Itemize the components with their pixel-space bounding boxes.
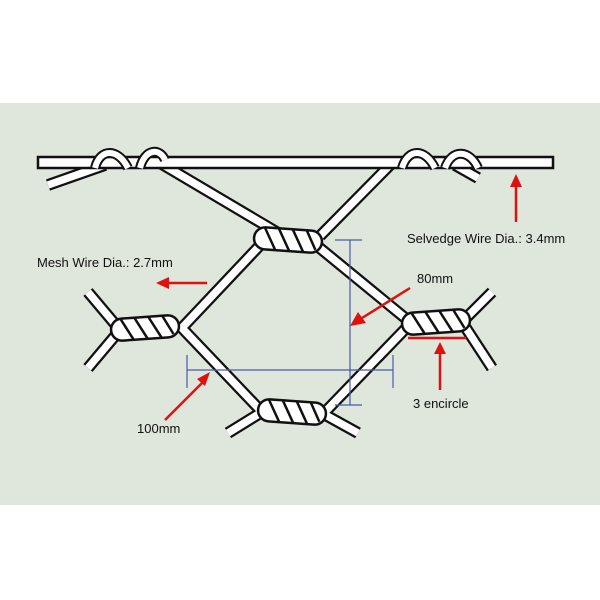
width-label: 100mm xyxy=(137,421,180,436)
twist-left xyxy=(109,313,181,343)
mesh-wires xyxy=(46,154,498,439)
twist-top xyxy=(252,225,324,255)
mesh-label: Mesh Wire Dia.: 2.7mm xyxy=(37,255,173,270)
twist-label: 3 encircle xyxy=(413,396,469,411)
selvedge-label: Selvedge Wire Dia.: 3.4mm xyxy=(407,231,565,246)
height-label: 80mm xyxy=(417,271,453,286)
twist-right xyxy=(400,307,472,337)
mesh-arrow xyxy=(156,277,207,289)
selvedge-arrow xyxy=(510,174,522,222)
red-arrows xyxy=(156,174,522,421)
dimension-lines xyxy=(186,239,394,406)
twist-bottom xyxy=(256,397,328,427)
selvedge-wire xyxy=(36,146,555,171)
height-arrow xyxy=(350,286,411,326)
twist-arrow xyxy=(408,336,466,390)
width-arrow xyxy=(164,372,210,421)
